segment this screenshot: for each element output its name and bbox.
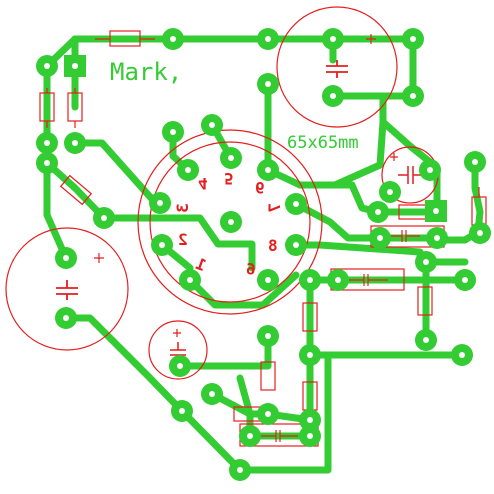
pad-round bbox=[36, 28, 491, 481]
tube-socket-outline-inner bbox=[149, 141, 311, 303]
silkscreen-layer bbox=[5, 6, 487, 447]
resistor-r7-body bbox=[302, 302, 318, 332]
resistor-r4-body bbox=[59, 174, 93, 206]
resistor-r9-body bbox=[417, 286, 433, 316]
capacitor-c1-outline bbox=[276, 6, 398, 128]
capacitor-c2-outline bbox=[5, 227, 129, 351]
drill-holes bbox=[44, 36, 483, 473]
tube-socket-outline-outer bbox=[137, 129, 323, 315]
capacitor-c4-outline bbox=[148, 320, 208, 380]
pads bbox=[36, 28, 491, 481]
resistor-r10-body bbox=[260, 361, 276, 391]
